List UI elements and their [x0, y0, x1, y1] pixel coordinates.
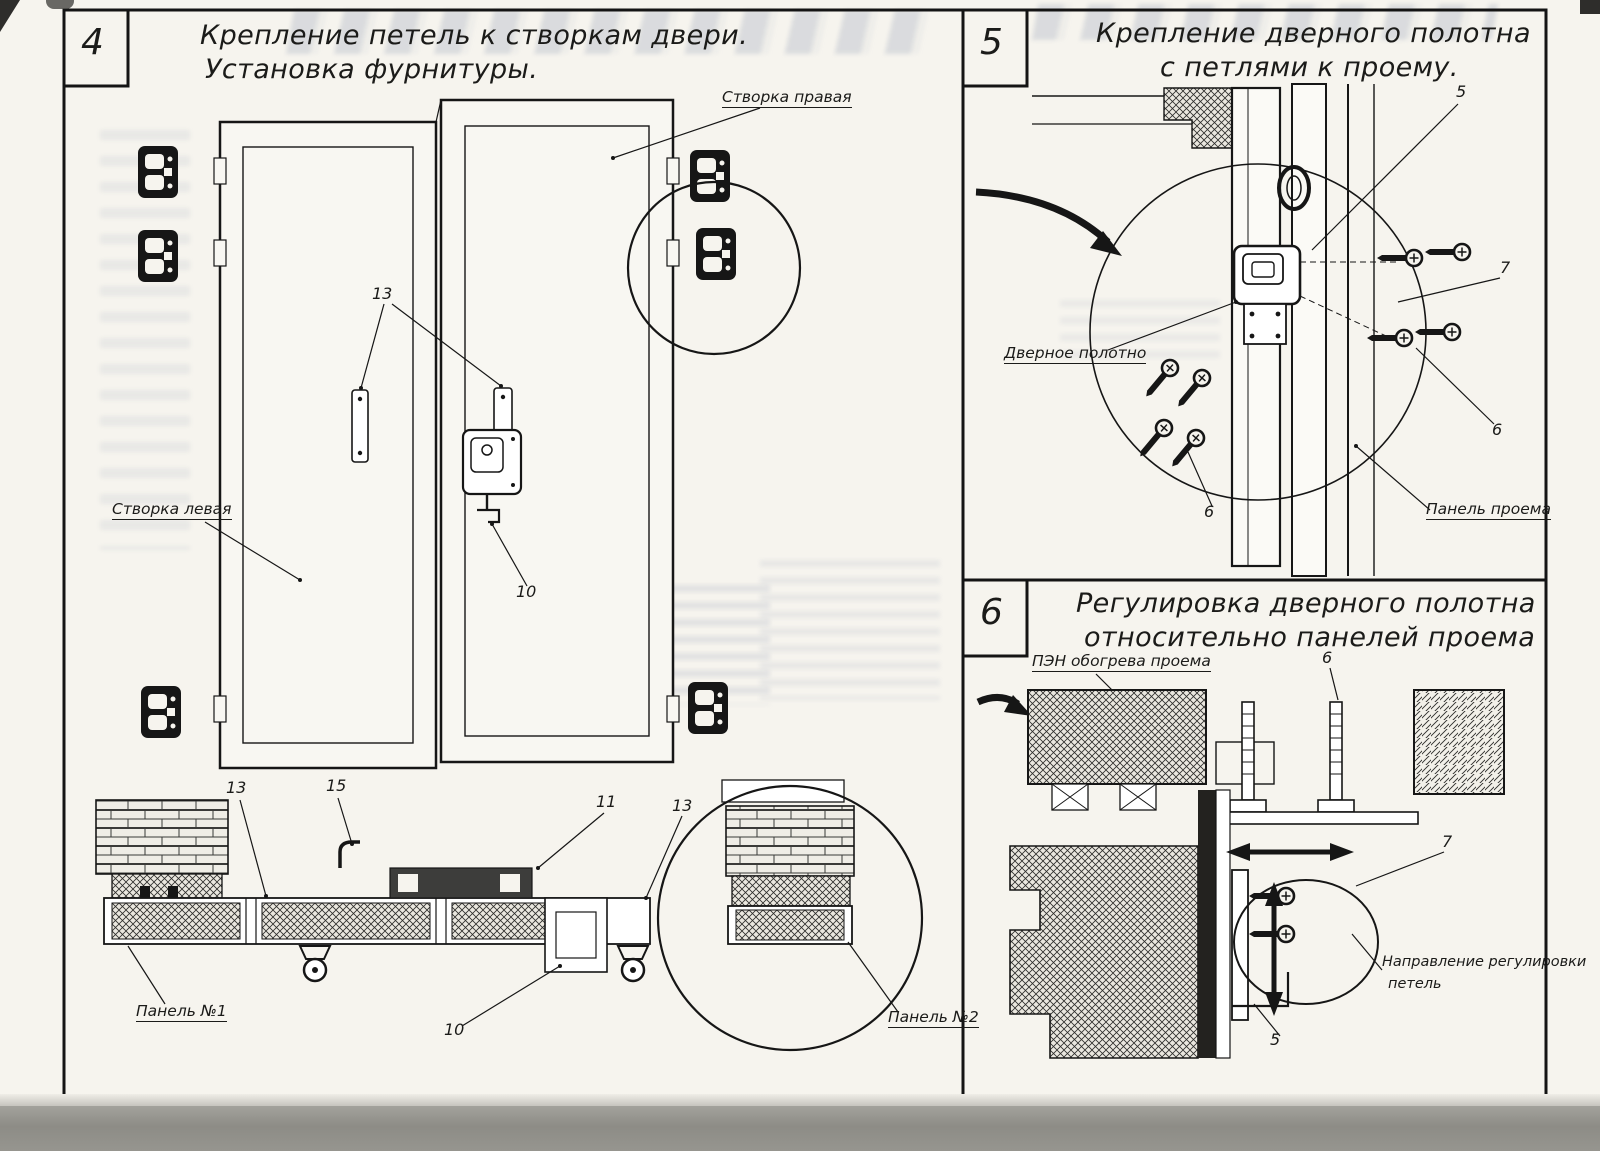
callout-6-p6: 6 [1322, 648, 1333, 667]
curved-arrow-p6 [976, 694, 1032, 716]
label-left-leaf: Створка левая [112, 500, 232, 520]
panel6-number: 6 [980, 592, 1003, 633]
label-right-leaf: Створка правая [722, 88, 852, 108]
callout-10-bottom: 10 [444, 1020, 465, 1039]
hinge-detail [1232, 244, 1302, 345]
callout-7-p5: 7 [1500, 258, 1511, 277]
callout-13-b1: 13 [226, 778, 247, 797]
scan-edge-artifact [46, 0, 74, 9]
latch-assembly [461, 428, 523, 524]
callout-13-top: 13 [372, 284, 393, 303]
detail-ellipse-p6 [1233, 879, 1379, 1005]
panel5-drawing [975, 83, 1501, 577]
curved-arrow-p5 [975, 188, 1122, 256]
bottom-cross-section [95, 779, 924, 1052]
callout-11: 11 [596, 792, 617, 811]
adjustment-arrows [1226, 843, 1354, 1016]
callout-6-left-p5: 6 [1204, 502, 1215, 521]
leader-lines-p5 [1107, 103, 1501, 511]
door-left [213, 120, 438, 770]
leader-lines-p6 [1095, 667, 1445, 1037]
scan-corner-artifact [1580, 0, 1600, 14]
panel6-title-line1: Регулировка дверного полотна [1076, 588, 1536, 619]
panel4-title-line1: Крепление петель к створкам двери. [200, 20, 749, 51]
callout-10-mid: 10 [516, 582, 537, 601]
label-direction-line1: Направление регулировки [1382, 954, 1587, 970]
panel5-title-line1: Крепление дверного полотна [1096, 18, 1531, 49]
label-panel-2: Панель №2 [888, 1008, 979, 1028]
panel5-title-line2: с петлями к проему. [1160, 52, 1459, 83]
panel6-title-line2: относительно панелей проема [1084, 622, 1536, 653]
panel5-number: 5 [980, 22, 1003, 63]
panel6-drawing [976, 667, 1505, 1059]
detail-circle-bottom [656, 784, 924, 1052]
callout-13-b2: 13 [672, 796, 693, 815]
leader-lines-p4-bottom [127, 797, 899, 1027]
label-direction-line2: петель [1388, 976, 1442, 992]
page-bottom-shadow [0, 1094, 1600, 1106]
detail-circle-hinges [626, 180, 802, 356]
callout-7-p6: 7 [1442, 832, 1453, 851]
label-opening-panel: Панель проема [1426, 500, 1551, 520]
callout-15: 15 [326, 776, 347, 795]
scanner-background-band [0, 1106, 1600, 1151]
panel4-number: 4 [81, 22, 104, 63]
adjust-bolt-1 [1229, 701, 1267, 813]
callout-6-right-p5: 6 [1492, 420, 1503, 439]
callout-5-p5: 5 [1456, 82, 1467, 101]
callout-5-p6: 5 [1270, 1030, 1281, 1049]
sheet-frames [62, 8, 1548, 1098]
label-heater-panel: ПЭН обогрева проема [1032, 652, 1211, 672]
label-panel-1: Панель №1 [136, 1002, 227, 1022]
panel4-title-line2: Установка фурнитуры. [205, 54, 539, 85]
adjust-bolt-2 [1317, 701, 1355, 813]
label-door-leaf: Дверное полотно [1004, 344, 1147, 364]
leader-lines-p4-top [204, 107, 761, 587]
